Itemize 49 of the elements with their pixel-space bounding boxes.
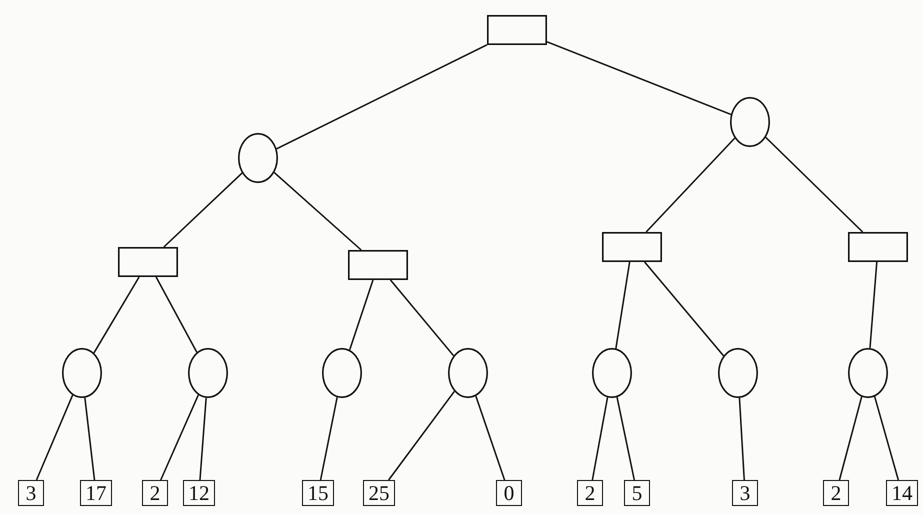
leaf-value: 25 xyxy=(368,482,390,504)
connector-line xyxy=(36,394,74,480)
connector-line xyxy=(84,398,96,480)
connector-line xyxy=(546,41,732,116)
leaf-value-box xyxy=(624,480,650,506)
leaf-value: 15 xyxy=(308,482,328,504)
connector-line xyxy=(874,396,900,480)
connector-line xyxy=(765,136,864,233)
leaf-value: 5 xyxy=(632,482,642,504)
connector-line xyxy=(646,138,736,233)
leaf-value-box xyxy=(732,480,758,506)
connector-line xyxy=(93,276,140,354)
leaf-value: 2 xyxy=(150,482,160,504)
leaf-value-box xyxy=(142,480,168,506)
leaf-value-box xyxy=(302,480,334,506)
leaf-value-box xyxy=(18,480,44,506)
leaf-value-box xyxy=(496,480,522,506)
connector-line xyxy=(160,394,200,480)
connector-line xyxy=(615,262,630,349)
connector-line xyxy=(155,276,198,353)
connector-line xyxy=(475,396,506,480)
connector-line xyxy=(276,44,488,150)
connector-line xyxy=(348,280,374,350)
leaf-value: 3 xyxy=(740,482,750,504)
leaf-value: 3 xyxy=(26,482,36,504)
leaf-value: 0 xyxy=(504,482,514,504)
connector-line xyxy=(869,262,878,348)
connector-line xyxy=(738,398,745,480)
connector-line xyxy=(616,397,636,480)
connector-line xyxy=(592,397,608,480)
connector-line xyxy=(320,397,338,480)
leaf-value-box xyxy=(80,480,112,506)
connector-line xyxy=(199,398,207,480)
leaf-value: 14 xyxy=(892,482,912,504)
leaf-value: 17 xyxy=(86,482,106,504)
connector-line xyxy=(838,396,862,480)
leaf-value-box xyxy=(823,480,849,506)
leaf-value: 2 xyxy=(830,482,842,504)
connector-line xyxy=(388,390,455,480)
leaf-value-box xyxy=(886,480,918,506)
leaf-value-box xyxy=(577,480,603,506)
leaf-value: 12 xyxy=(188,482,210,504)
leaf-value: 2 xyxy=(584,482,596,504)
connector-line xyxy=(274,172,362,251)
leaf-value-box xyxy=(363,480,395,506)
connector-line xyxy=(390,280,454,356)
connector-line xyxy=(163,172,243,248)
connector-line xyxy=(644,262,724,356)
leaf-value-box xyxy=(183,480,215,506)
